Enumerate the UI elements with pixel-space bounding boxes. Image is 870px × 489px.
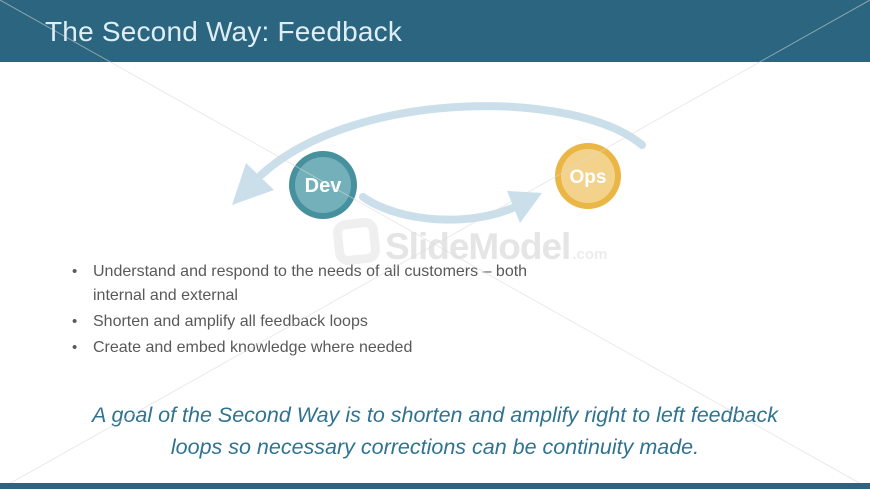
bullet-marker-icon: • bbox=[72, 339, 78, 356]
bullet-item: • Understand and respond to the needs of… bbox=[70, 260, 555, 308]
watermark-suffix-text: .com bbox=[572, 246, 608, 263]
ops-node: Ops bbox=[555, 143, 621, 209]
slide-title: The Second Way: Feedback bbox=[45, 16, 403, 47]
dev-node: Dev bbox=[289, 151, 357, 219]
dev-node-label: Dev bbox=[305, 175, 343, 197]
bullet-item: • Shorten and amplify all feedback loops bbox=[70, 310, 555, 334]
bullet-text: Shorten and amplify all feedback loops bbox=[93, 313, 368, 330]
bullet-marker-icon: • bbox=[72, 313, 78, 330]
forward-arc bbox=[359, 193, 519, 224]
bullet-marker-icon: • bbox=[72, 263, 78, 280]
bullet-item: • Create and embed knowledge where neede… bbox=[70, 336, 555, 360]
footer-bar bbox=[0, 483, 870, 489]
bullet-list: • Understand and respond to the needs of… bbox=[70, 260, 555, 362]
bullet-text: Understand and respond to the needs of a… bbox=[93, 263, 528, 304]
watermark-logo-icon bbox=[331, 216, 382, 267]
ops-node-label: Ops bbox=[570, 167, 607, 188]
statement-line: A goal of the Second Way is to shorten a… bbox=[91, 403, 778, 427]
statement-line: loops so necessary corrections can be co… bbox=[170, 435, 700, 459]
statement-text: A goal of the Second Way is to shorten a… bbox=[0, 399, 870, 463]
bullet-text: Create and embed knowledge where needed bbox=[93, 339, 413, 356]
watermark: SlideModel .com bbox=[331, 216, 608, 267]
